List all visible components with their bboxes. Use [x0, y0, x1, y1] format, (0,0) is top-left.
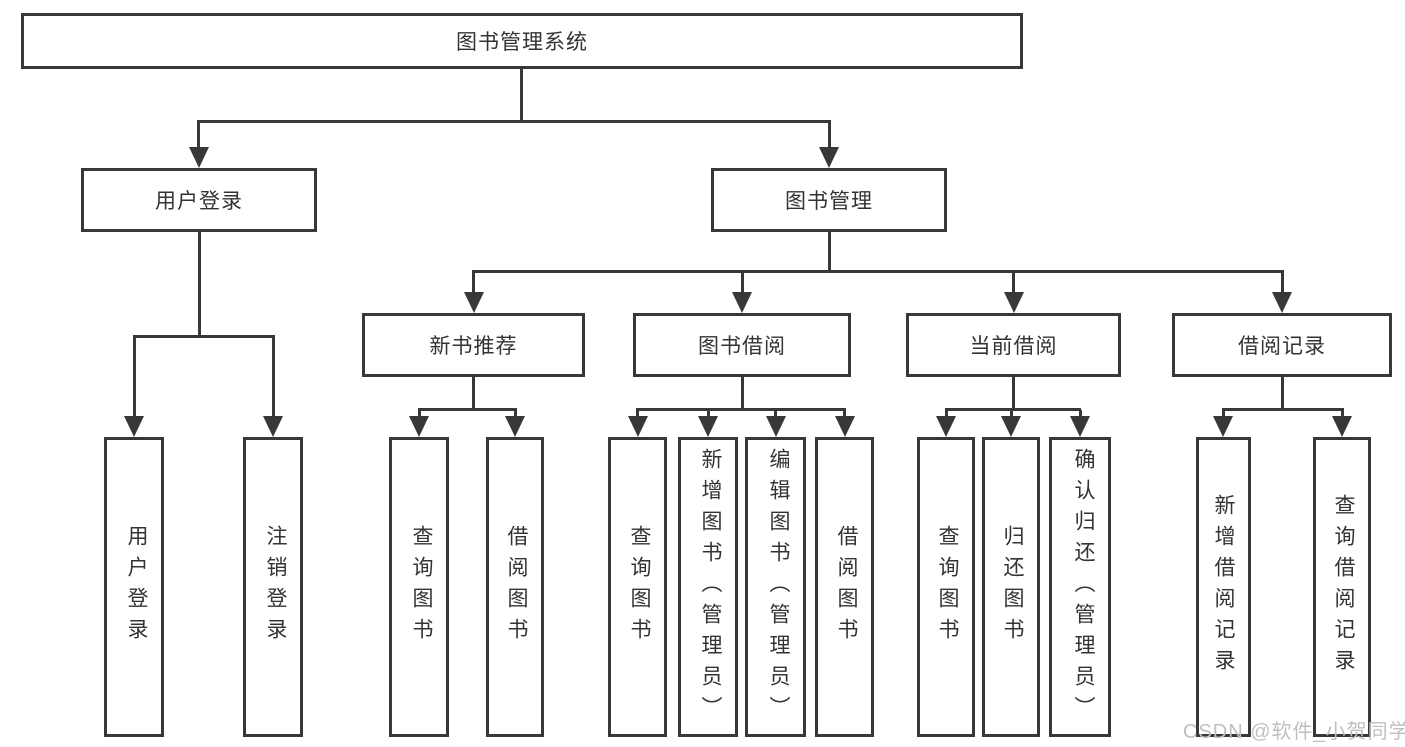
arrowhead-icon — [1003, 292, 1024, 313]
arrowhead-icon — [1332, 416, 1352, 437]
connector-line — [774, 410, 777, 418]
node-user-login: 用户登录 — [81, 168, 317, 232]
leaf-confirm-return-admin: 确认归还（管理员） — [1049, 437, 1111, 737]
connector-line — [472, 272, 475, 294]
arrowhead-icon — [409, 416, 429, 437]
arrowhead-icon — [732, 292, 752, 313]
connector-line — [132, 337, 136, 417]
connector-line — [827, 232, 831, 272]
connector-line — [519, 68, 523, 121]
arrowhead-icon — [819, 147, 839, 168]
connector-line — [132, 335, 275, 338]
arrowhead-icon — [1070, 416, 1090, 437]
connector-line — [1280, 272, 1284, 294]
arrowhead-icon — [463, 292, 484, 313]
connector-line — [417, 408, 517, 411]
connector-line — [740, 377, 744, 409]
leaf-logout: 注销登录 — [243, 437, 303, 737]
connector-line — [740, 272, 744, 294]
connector-line — [472, 377, 475, 409]
connector-line — [1221, 408, 1344, 411]
connector-line — [1078, 410, 1082, 418]
arrowhead-icon — [698, 416, 718, 437]
connector-line — [636, 410, 639, 418]
connector-line — [197, 122, 200, 149]
leaf-edit-book-admin: 编辑图书（管理员） — [745, 437, 806, 737]
leaf-query-books-current: 查询图书 — [917, 437, 975, 737]
arrowhead-icon — [765, 416, 786, 437]
connector-line — [417, 410, 421, 418]
connector-line — [706, 410, 710, 418]
arrowhead-icon — [936, 416, 956, 437]
connector-line — [944, 408, 1081, 411]
leaf-return-books: 归还图书 — [982, 437, 1040, 737]
arrowhead-icon — [124, 416, 144, 437]
arrowhead-icon — [263, 416, 283, 437]
connector-line — [843, 410, 846, 418]
connector-line — [944, 410, 948, 418]
node-borrow-records: 借阅记录 — [1172, 313, 1392, 377]
node-book-borrow: 图书借阅 — [633, 313, 851, 377]
leaf-query-books-recommend: 查询图书 — [389, 437, 449, 737]
arrowhead-icon — [1213, 416, 1233, 437]
leaf-query-books-borrow: 查询图书 — [608, 437, 667, 737]
connector-line — [636, 408, 846, 411]
leaf-add-borrow-record: 新增借阅记录 — [1196, 437, 1251, 737]
connector-line — [472, 270, 1284, 273]
connector-line — [197, 120, 831, 123]
leaf-user-login: 用户登录 — [104, 437, 164, 737]
arrowhead-icon — [505, 416, 525, 437]
arrowhead-icon — [188, 147, 209, 168]
leaf-borrow-books: 借阅图书 — [815, 437, 874, 737]
connector-line — [1012, 377, 1015, 409]
leaf-add-book-admin: 新增图书（管理员） — [678, 437, 738, 737]
arrowhead-icon — [1272, 292, 1292, 313]
node-library-system: 图书管理系统 — [21, 13, 1023, 69]
arrowhead-icon — [1001, 416, 1021, 437]
leaf-borrow-books-recommend: 借阅图书 — [486, 437, 544, 737]
arrowhead-icon — [834, 416, 855, 437]
leaf-query-borrow-record: 查询借阅记录 — [1313, 437, 1371, 737]
connector-line — [513, 410, 517, 418]
connector-line — [1009, 410, 1013, 418]
connector-line — [1340, 410, 1344, 418]
connector-line — [827, 122, 831, 149]
node-new-book-recommend: 新书推荐 — [362, 313, 585, 377]
arrowhead-icon — [627, 416, 648, 437]
node-book-management: 图书管理 — [711, 168, 947, 232]
connector-line — [271, 337, 275, 417]
connector-line — [197, 232, 201, 336]
node-current-borrow: 当前借阅 — [906, 313, 1121, 377]
connector-line — [1221, 410, 1225, 418]
connector-line — [1280, 377, 1284, 409]
watermark-text: CSDN @软件_小贺同学 — [1183, 721, 1405, 743]
connector-line — [1012, 272, 1015, 294]
